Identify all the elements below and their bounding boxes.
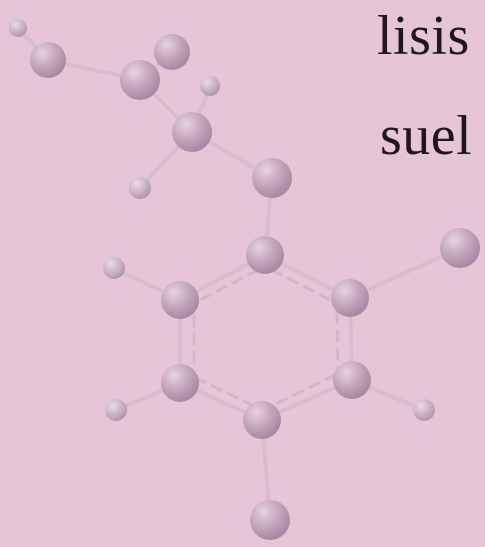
atom: [172, 112, 212, 152]
atom: [200, 76, 220, 96]
atom: [333, 361, 371, 399]
atoms: [9, 19, 480, 540]
aromatic-bonds: [192, 268, 340, 406]
atom: [250, 500, 290, 540]
atom: [120, 60, 160, 100]
bonds: [16, 26, 462, 522]
atom: [252, 158, 292, 198]
atom: [331, 279, 369, 317]
atom: [9, 19, 27, 37]
atom: [129, 177, 151, 199]
atom: [103, 257, 125, 279]
aromatic-bond: [194, 268, 260, 304]
atom: [161, 364, 199, 402]
aromatic-bond: [335, 311, 340, 369]
atom: [154, 34, 190, 70]
aromatic-bond: [194, 376, 252, 406]
atom: [243, 401, 281, 439]
aromatic-bond: [270, 268, 336, 304]
cropped-text-line-2: suel: [380, 105, 473, 167]
atom: [30, 42, 66, 78]
cropped-text-line-1: lisis: [377, 5, 470, 67]
atom: [440, 228, 480, 268]
aromatic-bond: [274, 373, 337, 406]
atom: [246, 236, 284, 274]
atom: [105, 399, 127, 421]
atom: [161, 281, 199, 319]
atom: [413, 399, 435, 421]
bond: [348, 246, 462, 300]
